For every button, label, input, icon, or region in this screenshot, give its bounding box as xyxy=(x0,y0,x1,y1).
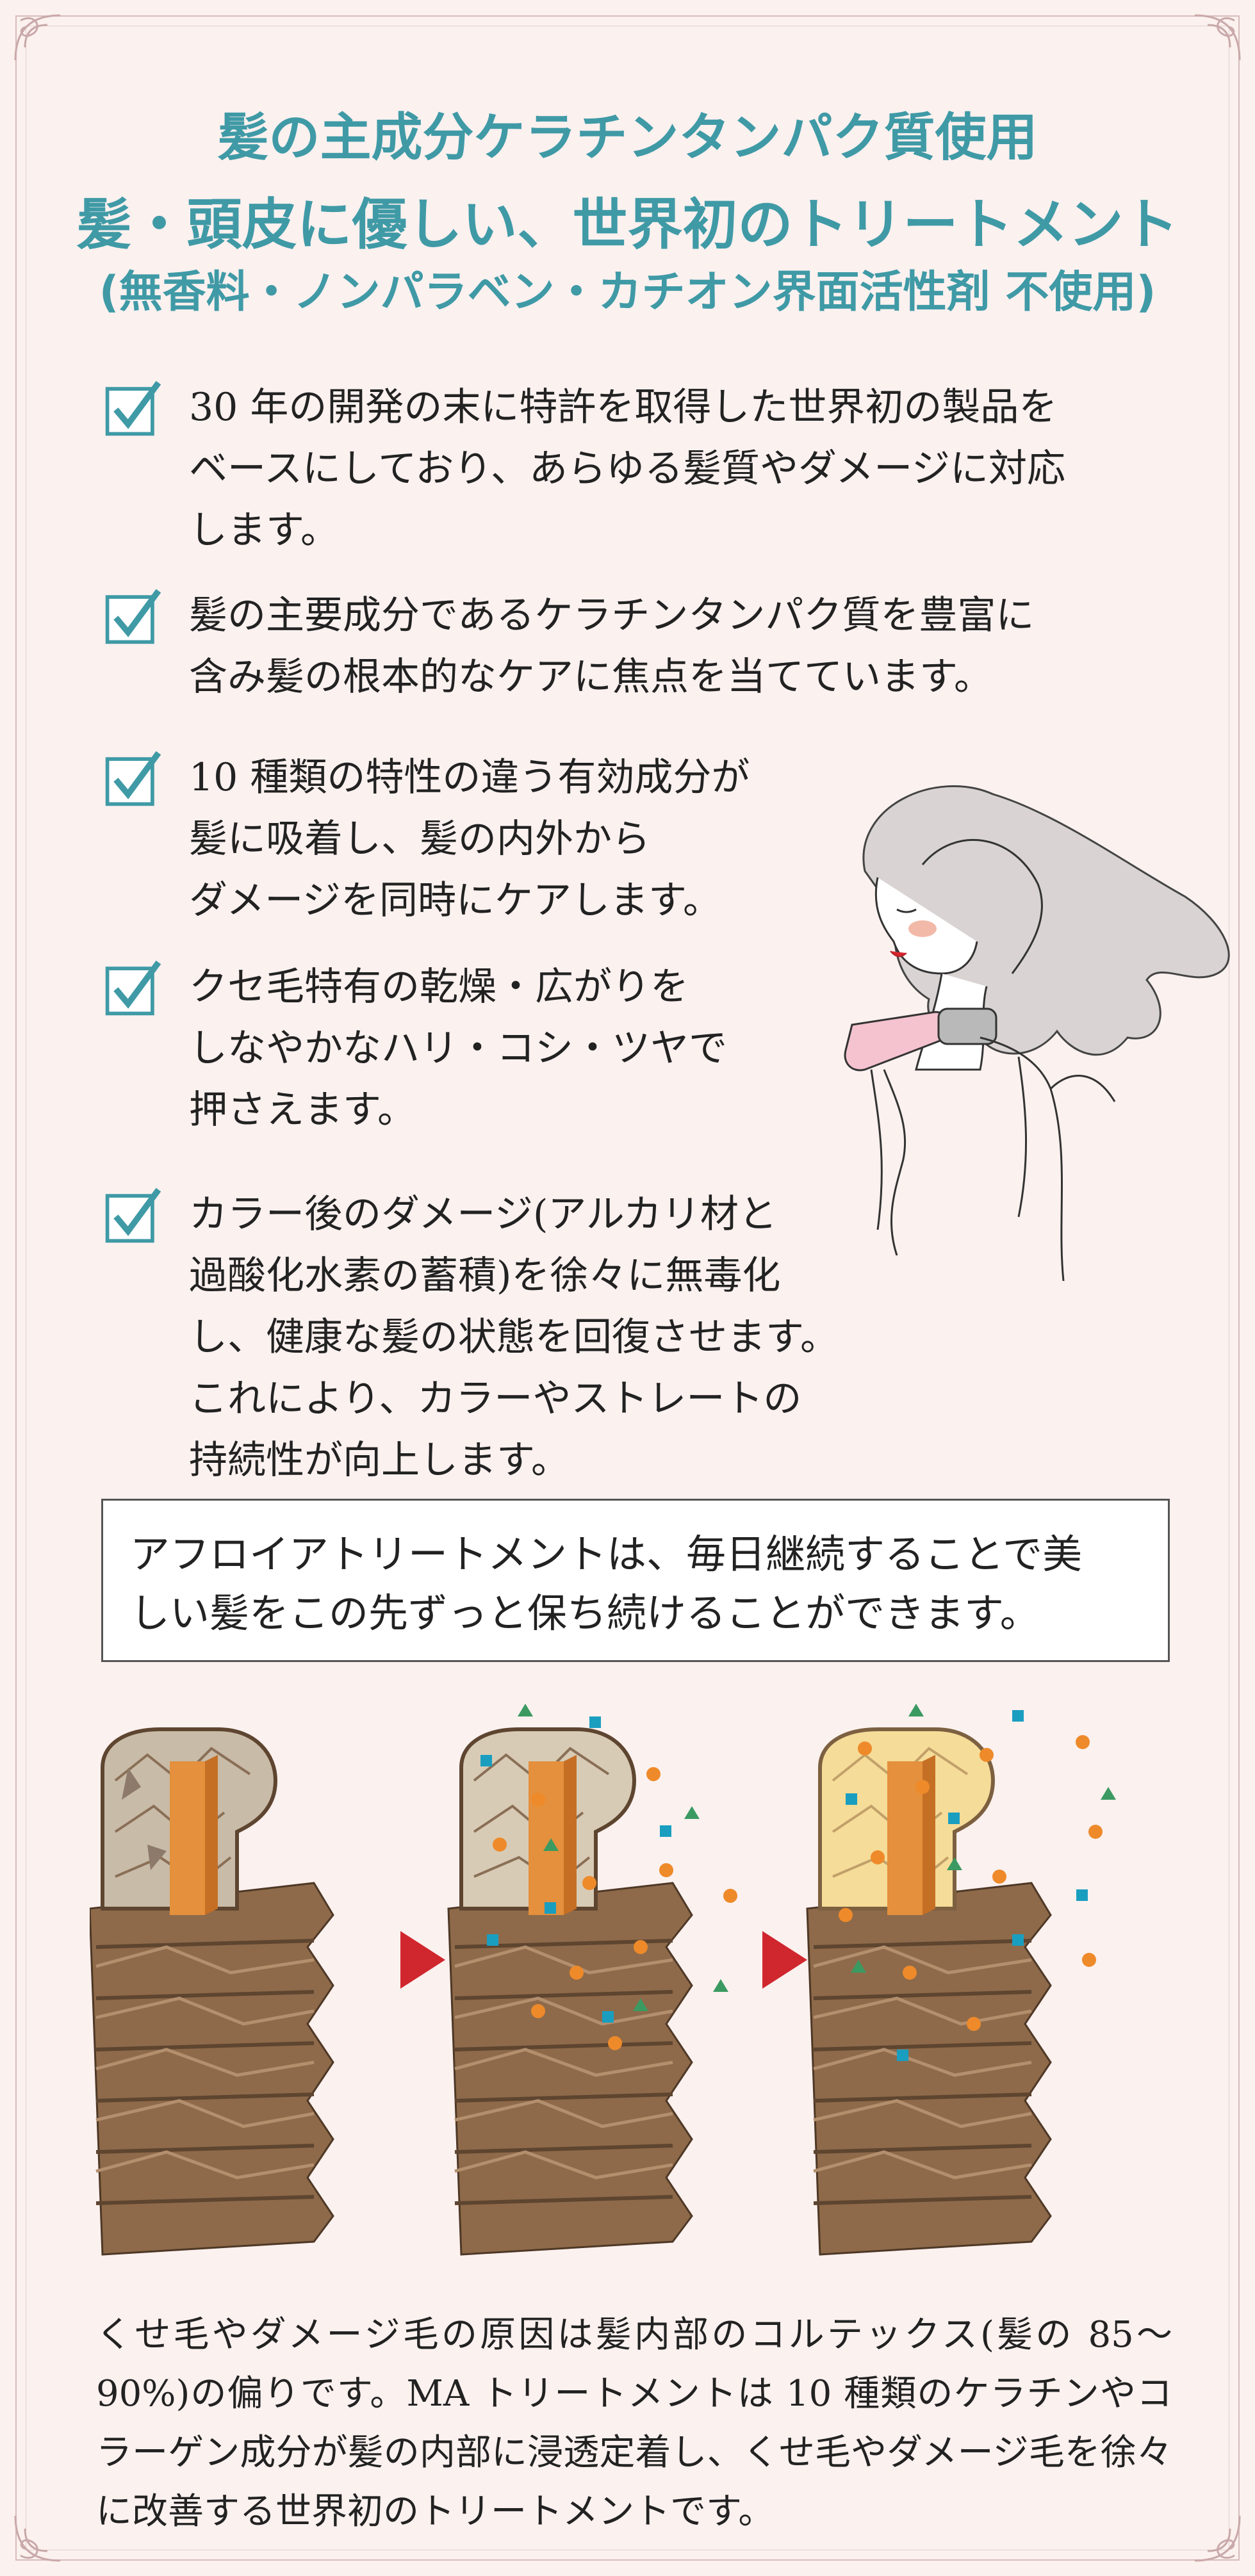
checkbox-check-icon xyxy=(105,380,161,436)
hair-cross-section-diagram xyxy=(90,1704,1116,2280)
feature-item-3: 10 種類の特性の違う有効成分が 髪に吸着し、髪の内外から ダメージを同時にケア… xyxy=(189,755,750,923)
heading-line-3: (無香料・ノンパラベン・カチオン界面活性剤 不使用) xyxy=(99,267,1156,318)
feature-item-5: カラー後のダメージ(アルカリ材と 過酸化水素の蓄積)を徐々に無毒化 し、健康な髪… xyxy=(189,1192,839,1483)
corner-ornament-icon xyxy=(14,14,61,61)
page-frame-inner xyxy=(26,26,1229,2550)
page-frame xyxy=(15,15,1240,2561)
feature-item-4: クセ毛特有の乾燥・広がりを しなやかなハリ・コシ・ツヤで 押さえます。 xyxy=(189,965,727,1132)
heading-line-2: 髪・頭皮に優しい、世界初のトリートメント xyxy=(76,193,1179,257)
hair-damaged xyxy=(90,1727,333,2254)
woman-hairdryer-illustration xyxy=(844,785,1230,1281)
checkbox-check-icon xyxy=(105,960,161,1016)
checkbox-check-icon xyxy=(105,751,161,806)
hair-treating xyxy=(448,1727,692,2254)
notice-box: アフロイアトリートメントは、毎日継続することで美 しい髪をこの先ずっと保ち続ける… xyxy=(101,1499,1170,1662)
right-triangle-arrow-icon xyxy=(762,1931,807,1989)
hair-restored xyxy=(807,1727,1051,2254)
corner-ornament-icon xyxy=(1194,14,1241,61)
feature-item-1: 30 年の開発の末に特許を取得した世界初の製品を ベースにしており、あらゆる髪質… xyxy=(189,385,1065,553)
heading-line-1: 髪の主成分ケラチンタンパク質使用 xyxy=(217,108,1038,167)
checkbox-check-icon xyxy=(105,589,161,644)
corner-ornament-icon xyxy=(1194,2515,1241,2562)
feature-item-2: 髪の主要成分であるケラチンタンパク質を豊富に 含み髪の根本的なケアに焦点を当てて… xyxy=(189,593,1035,699)
footer-description: くせ毛やダメージ毛の原因は髪内部のコルテックス(髪の 85～90%)の偏りです。… xyxy=(96,2314,1172,2532)
checkbox-check-icon xyxy=(105,1187,161,1243)
corner-ornament-icon xyxy=(14,2515,61,2562)
active-ingredient-particles xyxy=(480,1704,1116,2061)
notice-text: アフロイアトリートメントは、毎日継続することで美 しい髪をこの先ずっと保ち続ける… xyxy=(130,1531,1083,1636)
right-triangle-arrow-icon xyxy=(400,1931,445,1989)
